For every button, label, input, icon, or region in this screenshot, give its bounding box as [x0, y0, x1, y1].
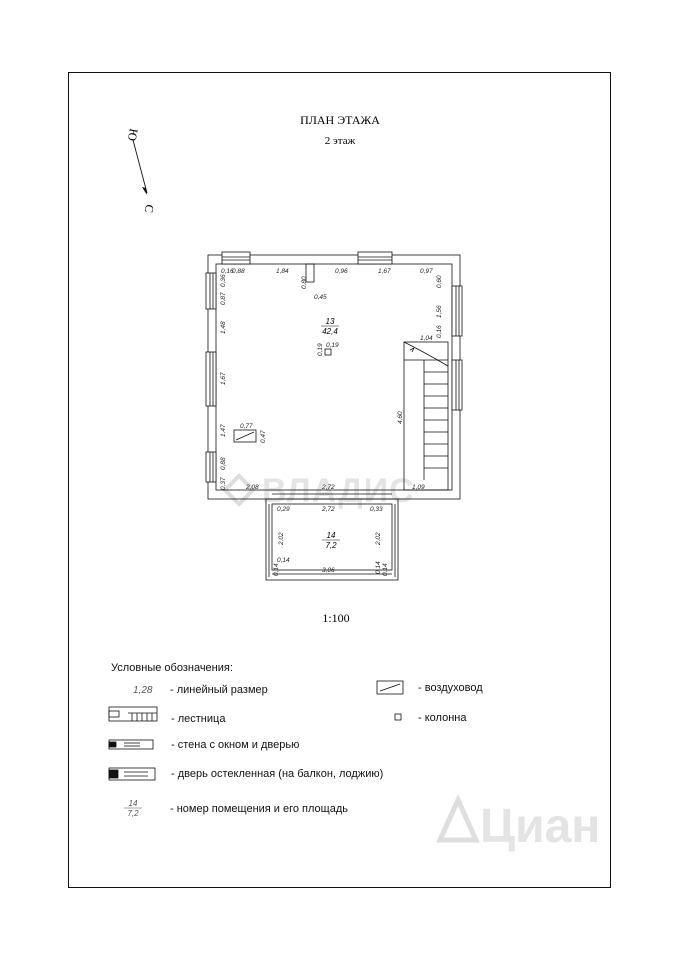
compass-arrow-head-icon	[142, 187, 147, 195]
watermark-cian: Циан	[436, 793, 600, 853]
dimensions-right: 0,60 1,56 0,16 4,60	[397, 275, 443, 424]
dim-inner: 0,77	[240, 423, 253, 430]
dim-balcony: 0,29	[277, 506, 290, 513]
legend-label-room-number: - номер помещения и его площадь	[170, 803, 348, 815]
room-13-number: 13	[326, 317, 335, 326]
inner-wall	[215, 263, 453, 491]
legend-label-column: - колонна	[418, 712, 467, 724]
wall-window-door-icon	[108, 739, 154, 750]
linear-dimension-icon: 1,28	[133, 685, 153, 696]
legend-label-stair: - лестница	[171, 713, 226, 725]
compass: Ю С	[125, 127, 157, 213]
dim-top: 0,16	[221, 268, 234, 275]
dim-balcony: 0,14	[273, 563, 280, 576]
legend-label-air-duct: - воздуховод	[418, 682, 483, 694]
wall-pilaster	[305, 263, 315, 283]
dim-left: 1,47	[220, 424, 227, 437]
window-left-3	[205, 451, 217, 483]
floor-label: 2 этаж	[325, 135, 356, 147]
outer-wall	[207, 254, 461, 500]
legend-heading: Условные обозначения:	[111, 662, 233, 674]
window-top-2	[357, 251, 393, 265]
dim-inner: 2,08	[245, 484, 259, 491]
dim-inner: 0,19	[326, 342, 339, 349]
window-left-2	[205, 351, 217, 407]
dim-left: 0,87	[220, 292, 227, 305]
dim-left: 0,88	[220, 457, 227, 470]
window-right-2	[451, 359, 463, 411]
compass-arrow	[132, 139, 148, 194]
legend: Условные обозначения: 1,28 - линейный ра…	[108, 662, 483, 818]
dimensions-inner: 0,80 0,45 0,77 0,47 0,19 0,19 1,04 2,08 …	[240, 276, 433, 491]
dim-balcony: 0,14	[277, 557, 290, 564]
dim-top: 0,96	[335, 268, 348, 275]
dim-top: 1,67	[378, 268, 391, 275]
sheet-frame	[68, 72, 611, 888]
legend-label-glazed-door: - дверь остекленная (на балкон, лоджию)	[171, 768, 383, 780]
window-left-1	[205, 272, 217, 310]
air-duct	[233, 429, 257, 443]
dim-left: 0,37	[220, 477, 227, 490]
room-14-number: 14	[327, 531, 336, 540]
dim-balcony: 0,33	[370, 506, 383, 513]
room-number-icon: 14 7,2	[124, 799, 142, 818]
dim-top: 0,88	[232, 268, 245, 275]
dim-right: 0,60	[436, 275, 443, 288]
dim-inner: 1,09	[412, 484, 425, 491]
window-top-1	[221, 251, 251, 265]
compass-north-label: Ю	[125, 127, 141, 142]
dim-right: 1,56	[436, 305, 443, 318]
glazed-door-icon	[108, 767, 156, 781]
dim-balcony: 0,14	[375, 561, 382, 574]
air-duct-diagonal	[235, 431, 255, 441]
dimensions-left: 0,36 0,87 1,48 1,67 1,47 0,88 0,37	[220, 274, 227, 490]
staircase	[403, 341, 449, 491]
svg-text:7,2: 7,2	[127, 809, 139, 818]
dimensions-balcony: 0,29 2,72 0,33 2,02 2,02 0,14 0,14 3,06 …	[273, 506, 389, 576]
stair-icon	[108, 706, 158, 722]
window-right-1	[451, 285, 463, 337]
dim-balcony: 0,14	[382, 563, 389, 576]
legend-label-linear-dimension: - линейный размер	[170, 684, 268, 696]
dimensions-top: 0,16 0,88 1,84 0,96 1,67 0,97	[221, 268, 433, 275]
floor-plan	[205, 251, 463, 581]
room-13: 13 42,4	[321, 317, 339, 336]
compass-south-label: С	[142, 203, 157, 213]
room-13-area: 42,4	[322, 327, 338, 336]
plan-title: ПЛАН ЭТАЖА	[300, 113, 380, 127]
watermark-cian-text: Циан	[480, 800, 600, 853]
cian-logo-icon	[436, 793, 480, 843]
room-14-area: 7,2	[325, 541, 337, 550]
dim-balcony: 2,02	[375, 532, 382, 546]
dim-balcony: 3,06	[322, 567, 335, 574]
scale-label: 1:100	[322, 611, 349, 625]
dim-right: 4,60	[397, 411, 404, 424]
dim-balcony: 2,02	[278, 532, 285, 546]
balcony-inner	[271, 503, 393, 571]
svg-text:14: 14	[129, 799, 138, 808]
dim-balcony: 2,72	[321, 506, 335, 513]
dim-left: 1,48	[220, 321, 227, 334]
dim-left: 0,36	[220, 274, 227, 287]
dim-left: 1,67	[220, 372, 227, 385]
legend-label-wall-window-door: - стена с окном и дверью	[171, 739, 299, 751]
balcony-outer	[265, 498, 399, 581]
column	[324, 348, 332, 356]
dim-right: 0,16	[436, 325, 443, 338]
dim-inner: 2,72	[321, 484, 335, 491]
dim-top: 0,97	[420, 268, 433, 275]
air-duct-icon	[376, 680, 404, 695]
dim-inner: 1,04	[420, 335, 433, 342]
dim-inner: 0,80	[301, 276, 308, 289]
room-14: 14 7,2	[322, 531, 340, 550]
column-icon	[394, 713, 402, 721]
dim-top: 1,84	[276, 268, 289, 275]
dim-inner: 0,19	[317, 343, 324, 356]
dim-inner: 0,45	[314, 294, 327, 301]
dim-inner: 0,47	[260, 430, 267, 443]
